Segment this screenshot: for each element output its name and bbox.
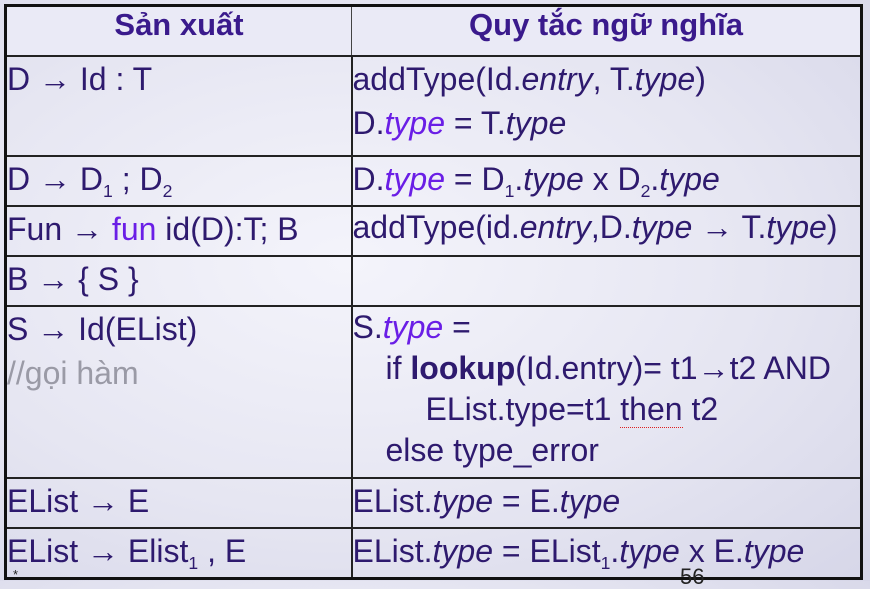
arrow-icon: → — [87, 483, 120, 519]
page-number: 56 — [680, 564, 705, 589]
table-row: S → Id(EList) //gọi hàm S.type = if look… — [5, 305, 862, 479]
production-cell: D → D1 ; D2 — [5, 155, 353, 207]
arrow-icon: → — [37, 311, 70, 347]
semantic-cell: S.type = if lookup(Id.entry)= t1→t2 AND … — [351, 305, 862, 479]
table-row: B → { S } — [5, 255, 862, 307]
header-semantic-rule: Quy tắc ngữ nghĩa — [351, 5, 862, 57]
arrow-icon: → — [39, 161, 71, 197]
arrow-icon: → — [71, 211, 104, 247]
footnote-star: * — [13, 567, 19, 582]
semantic-cell: addType(Id.entry, T.type) D.type = T.typ… — [351, 55, 862, 157]
table-row: EList → Elist1 , E EList.type = EList1.t… — [5, 527, 862, 579]
table-row: Fun → fun id(D):T; B addType(id.entry,D.… — [5, 205, 862, 257]
semantic-rules-table: Sản xuất Quy tắc ngữ nghĩa D → Id : T ad… — [4, 4, 863, 580]
production-cell: EList → Elist1 , E — [5, 527, 353, 579]
table-row: EList → E EList.type = E.type — [5, 477, 862, 529]
header-production: Sản xuất — [5, 5, 352, 57]
semantic-cell: addType(id.entry,D.type → T.type) — [351, 205, 862, 257]
arrow-icon: → — [87, 533, 120, 569]
arrow-icon: → — [701, 209, 734, 245]
production-cell: EList → E — [5, 477, 353, 529]
table-row: D → D1 ; D2 D.type = D1.type x D2.type — [5, 155, 862, 207]
table-row: D → Id : T addType(Id.entry, T.type) D.t… — [5, 55, 862, 157]
semantic-cell-empty — [351, 255, 862, 307]
table-header-row: Sản xuất Quy tắc ngữ nghĩa — [5, 5, 862, 57]
production-cell: D → Id : T — [5, 55, 353, 157]
comment-text: //gọi hàm — [7, 355, 139, 391]
semantic-cell: EList.type = E.type — [351, 477, 862, 529]
arrow-icon: → — [697, 350, 730, 386]
arrow-icon: → — [37, 261, 70, 297]
arrow-icon: → — [39, 61, 71, 97]
production-cell: S → Id(EList) //gọi hàm — [5, 305, 353, 479]
semantic-cell: EList.type = EList1.type x E.type — [351, 527, 862, 579]
semantic-cell: D.type = D1.type x D2.type — [351, 155, 862, 207]
production-cell: Fun → fun id(D):T; B — [5, 205, 353, 257]
production-cell: B → { S } — [5, 255, 353, 307]
